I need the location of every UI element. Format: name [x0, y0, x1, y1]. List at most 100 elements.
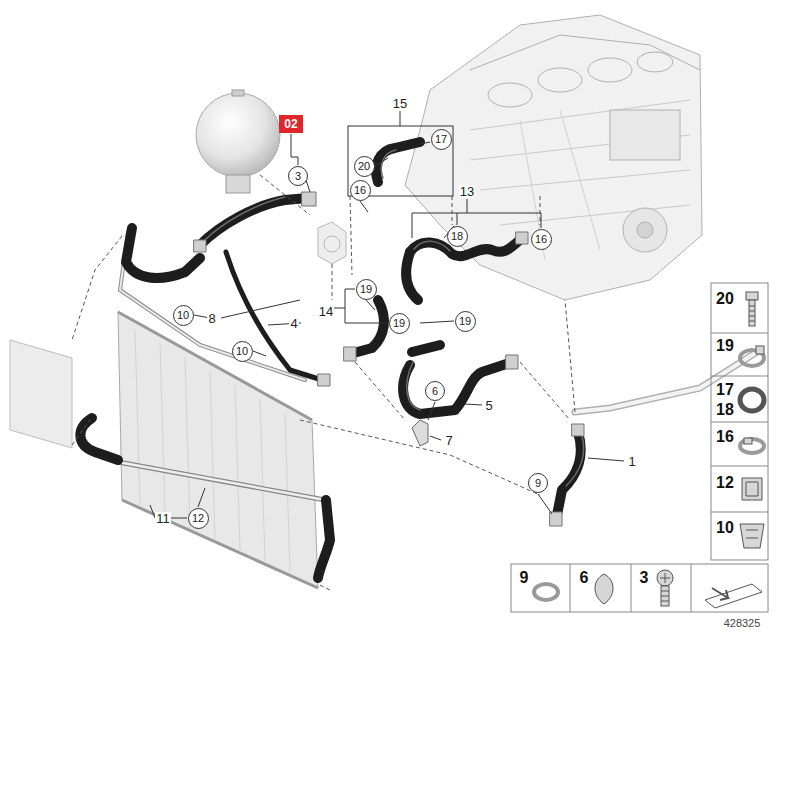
- radiator: [118, 312, 312, 420]
- table-part-number: 17: [716, 382, 734, 398]
- leader-line: [221, 300, 300, 318]
- callout-circle: 19: [356, 279, 377, 300]
- callout-number: 16: [535, 234, 547, 245]
- dashed-guide-line: [520, 362, 570, 420]
- coolant-hose: [302, 192, 316, 206]
- coolant-hose: [80, 142, 580, 578]
- callout-circle: 16: [531, 229, 552, 250]
- callout-number: 3: [295, 171, 301, 182]
- fastener-icon: [740, 439, 764, 453]
- dashed-guide-line: [355, 362, 405, 420]
- callout-number: 7: [444, 434, 453, 447]
- callout-circle: 18: [447, 226, 468, 247]
- parts-table: [511, 283, 768, 612]
- coolant-hose: [412, 345, 440, 352]
- fastener-icon: [705, 584, 762, 608]
- callout-circle: 10: [232, 341, 253, 362]
- callout-number: 02: [284, 118, 297, 130]
- engine-block: [637, 52, 673, 72]
- callout-number: 19: [459, 316, 471, 327]
- leader-line: [588, 458, 624, 461]
- engine-block: [610, 110, 680, 160]
- callout-circle: 17: [431, 129, 452, 150]
- callout-circle: 12: [188, 508, 209, 529]
- callout-number: 13: [459, 185, 475, 198]
- leader-line: [375, 158, 388, 166]
- thermostat-housing: [318, 222, 346, 264]
- coolant-hose: [556, 432, 581, 520]
- fastener-icon: [534, 584, 558, 600]
- callout-circle: 6: [425, 381, 445, 401]
- parts-table: [570, 564, 691, 612]
- callout-number: 11: [155, 512, 171, 525]
- callout-number: 19: [360, 284, 372, 295]
- radiator: [122, 500, 318, 588]
- dashed-guide-line: [565, 300, 575, 412]
- leader-line: [412, 199, 541, 238]
- table-part-number: 3: [640, 570, 649, 586]
- radiator: [118, 312, 318, 588]
- fastener-icon: [742, 478, 762, 500]
- coolant-hose: [205, 150, 584, 486]
- leader-line: [198, 488, 205, 507]
- callout-number: 10: [177, 310, 189, 321]
- engine-block: [488, 83, 532, 107]
- callout-number: 14: [318, 305, 334, 318]
- fastener-icon: [756, 346, 764, 354]
- callout-circle: 19: [389, 313, 410, 334]
- callout-number: 9: [535, 478, 541, 489]
- leader-line: [400, 111, 401, 126]
- coolant-hose: [381, 150, 396, 178]
- callout-circle: 9: [528, 473, 548, 493]
- callout-circle: 19: [455, 311, 476, 332]
- callout-number: 19: [393, 318, 405, 329]
- leader-line: [420, 321, 454, 323]
- callout-number: 8: [207, 312, 216, 325]
- fastener-icon: [661, 591, 669, 601]
- parts-table: [511, 564, 768, 612]
- engine-block: [623, 208, 667, 252]
- coolant-hose: [226, 252, 322, 380]
- leader-line: [428, 402, 435, 420]
- coolant-hose: [318, 500, 330, 578]
- metal-pipe: [118, 462, 325, 500]
- coolant-hose: [407, 362, 420, 410]
- engine-block: [405, 15, 702, 300]
- fastener-icon: [657, 570, 673, 586]
- parts-table: [711, 283, 768, 560]
- fastener-icon: [661, 586, 669, 606]
- coolant-hose: [506, 355, 518, 369]
- coolant-hose: [344, 347, 356, 361]
- dashed-guide-line: [72, 420, 90, 445]
- table-part-number: 12: [716, 475, 734, 491]
- callout-number: 12: [192, 513, 204, 524]
- callout-number: 17: [435, 134, 447, 145]
- callout-number: 10: [236, 346, 248, 357]
- callout-circle: 20: [354, 156, 375, 177]
- leader-line: [253, 351, 266, 356]
- dashed-guide-line: [452, 196, 453, 225]
- table-part-number: 20: [716, 291, 734, 307]
- callout-circle: 3: [288, 166, 308, 186]
- leader-line: [306, 180, 310, 192]
- callout-circle: 16: [350, 180, 371, 201]
- expansion-tank: [196, 90, 280, 193]
- metal-pipe: [120, 232, 305, 380]
- group-number-box: 02: [279, 115, 303, 133]
- coolant-hose: [226, 252, 322, 380]
- mounting-bracket: [412, 420, 428, 446]
- coolant-hose: [200, 198, 308, 245]
- dashed-guide-line: [332, 264, 333, 300]
- callout-number: 5: [484, 399, 493, 412]
- coolant-hose: [376, 142, 420, 182]
- leader-line: [291, 134, 298, 165]
- coolant-hose: [126, 228, 200, 278]
- coolant-hose: [516, 232, 528, 244]
- callout-number: 20: [358, 161, 370, 172]
- table-part-number: 10: [716, 520, 734, 536]
- callout-number: 16: [354, 185, 366, 196]
- leader-line: [150, 111, 624, 518]
